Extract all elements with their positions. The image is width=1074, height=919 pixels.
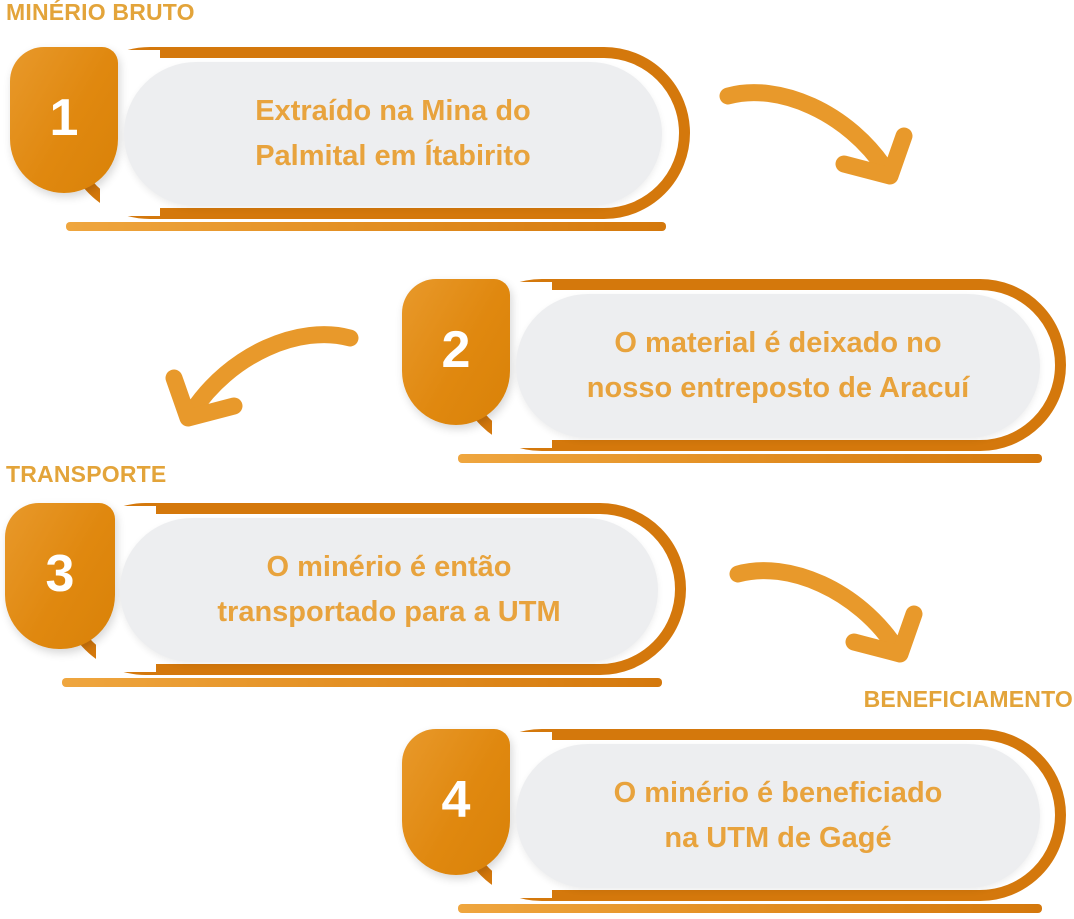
section-label-transporte: TRANSPORTE [6,461,167,487]
step-1-underbar [66,222,666,231]
step-card-1[interactable]: 1 Extraído na Mina do Palmital em Ítabir… [0,0,700,250]
section-label-beneficiamento: BENEFICIAMENTO [863,686,1073,712]
step-4-capsule: O minério é beneficiado na UTM de Gagé [516,744,1040,888]
step-1-text: Extraído na Mina do Palmital em Ítabirit… [255,95,531,172]
step-4-number: 4 [441,771,471,829]
step-1-number-badge: 1 [10,47,118,193]
step-2-capsule: O material é deixado no nosso entreposto… [516,294,1040,438]
step-card-2[interactable]: 2 O material é deixado no nosso entrepos… [390,270,1074,480]
step-1-number: 1 [49,89,79,147]
arrow-2-to-3-icon [150,316,360,436]
step-3-number-badge: 3 [5,503,115,649]
step-4-text: O minério é beneficiado na UTM de Gagé [613,777,943,854]
step-3-capsule: O minério é então transportado para a UT… [120,518,658,662]
step-2-underbar [458,454,1042,463]
step-3-underbar [62,678,662,687]
step-2-number: 2 [441,321,471,379]
step-card-4[interactable]: 4 O minério é beneficiado na UTM de Gagé [390,680,1074,919]
step-2-number-badge: 2 [402,279,510,425]
step-4-number-badge: 4 [402,729,510,875]
step-4-underbar [458,904,1042,913]
step-1-capsule: Extraído na Mina do Palmital em Ítabirit… [124,62,662,206]
arrow-3-to-4-icon [728,552,938,672]
step-3-number: 3 [45,545,75,603]
section-label-minerio-bruto: MINÉRIO BRUTO [6,0,195,25]
step-card-3[interactable]: 3 O minério é então transportado para a … [0,455,700,700]
arrow-1-to-2-icon [718,74,928,194]
step-3-text: O minério é então transportado para a UT… [217,551,561,628]
step-2-text: O material é deixado no nosso entreposto… [586,327,970,404]
